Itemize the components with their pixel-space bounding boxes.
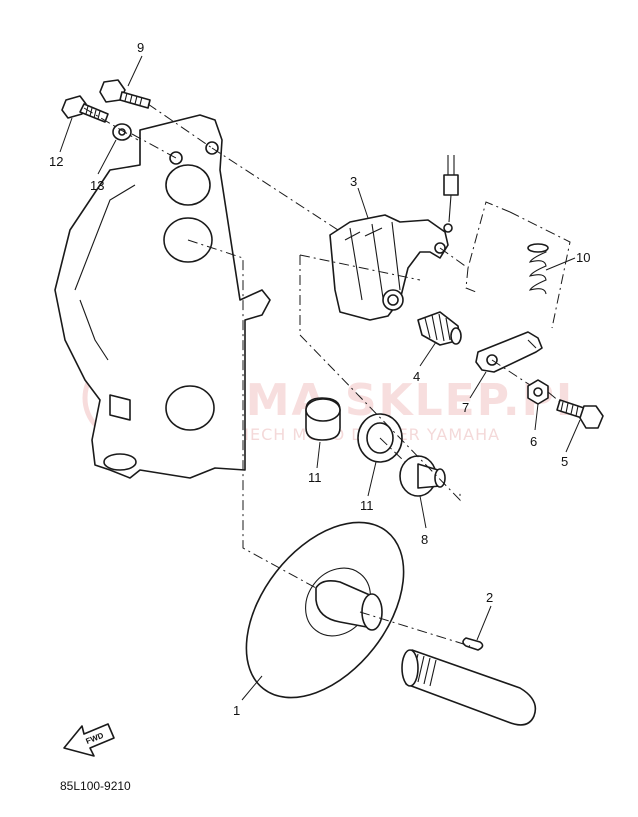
callout-7: 7 bbox=[462, 400, 469, 415]
holder-part-3 bbox=[329, 214, 449, 321]
callout-4: 4 bbox=[413, 369, 420, 384]
watermark-dealer: WOJCIECH MOTO DEALER YAMAHA bbox=[196, 425, 500, 444]
callout-3: 3 bbox=[350, 174, 357, 189]
cap-part-8 bbox=[399, 455, 446, 497]
bushing-part-11-a bbox=[305, 397, 341, 441]
sheave-part-1 bbox=[245, 521, 405, 699]
washer-part-13 bbox=[112, 123, 132, 141]
callout-9: 9 bbox=[137, 40, 144, 55]
nut-part-6 bbox=[527, 379, 549, 405]
bolt-part-12 bbox=[61, 95, 109, 123]
bolt-part-9 bbox=[99, 79, 151, 109]
key-part-2 bbox=[462, 637, 484, 651]
shaft bbox=[401, 649, 537, 726]
cable-end bbox=[443, 155, 459, 233]
callout-2: 2 bbox=[486, 590, 493, 605]
adjuster-part-4 bbox=[417, 311, 462, 346]
callout-12: 12 bbox=[49, 154, 63, 169]
callout-10: 10 bbox=[576, 250, 590, 265]
spring-part-10 bbox=[527, 243, 549, 295]
assembly-lines bbox=[83, 103, 571, 647]
callout-11-b: 11 bbox=[360, 498, 374, 513]
callout-6: 6 bbox=[530, 434, 537, 449]
callout-11-a: 11 bbox=[308, 470, 322, 485]
lever-part-7 bbox=[475, 331, 543, 373]
diagram-code: 85L100-9210 bbox=[60, 779, 131, 793]
callout-13: 13 bbox=[90, 178, 104, 193]
housing-bracket bbox=[54, 114, 271, 479]
leader-lines bbox=[59, 55, 581, 701]
bolt-part-5 bbox=[556, 399, 604, 429]
callout-8: 8 bbox=[421, 532, 428, 547]
fwd-arrow-icon: FWD bbox=[63, 723, 115, 757]
callout-5: 5 bbox=[561, 454, 568, 469]
callouts: 1 2 3 4 5 6 7 8 9 10 11 11 12 13 bbox=[49, 40, 590, 718]
callout-1: 1 bbox=[233, 703, 240, 718]
